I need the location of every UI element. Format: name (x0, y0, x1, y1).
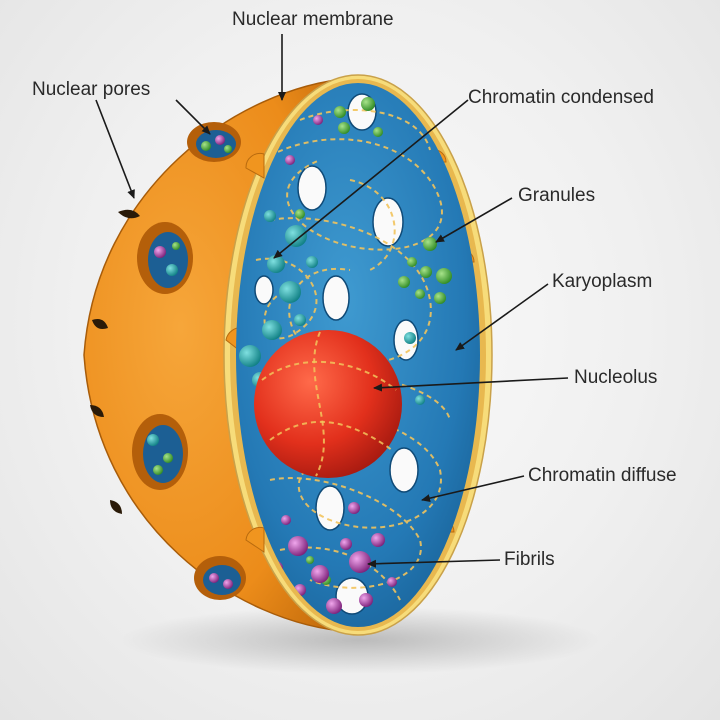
arrow-chromatin-diffuse (421, 475, 525, 503)
arrow-chromatin-condensed (273, 99, 469, 259)
label-chromatin-diffuse: Chromatin diffuse (528, 465, 677, 486)
arrow-nucleolus (373, 377, 569, 392)
label-chromatin-condensed: Chromatin condensed (468, 87, 654, 108)
granules (295, 97, 452, 585)
shell-edge-notches (90, 209, 140, 514)
arrow-karyoplasm (455, 283, 549, 351)
nuclear-pore (132, 414, 188, 490)
nucleolus-sphere (254, 330, 402, 478)
label-granules: Granules (518, 185, 596, 206)
label-nuclear-pores: Nuclear pores (32, 79, 151, 100)
label-karyoplasm: Karyoplasm (552, 271, 653, 292)
label-fibrils: Fibrils (504, 549, 555, 570)
nuclear-pore (137, 222, 193, 294)
ground-shadow (120, 606, 600, 674)
label-nuclear-membrane: Nuclear membrane (232, 9, 394, 30)
arrow-fibrils (367, 559, 501, 568)
nuclear-pore (187, 122, 241, 162)
nuclear-pore (194, 556, 246, 600)
condensed-chromatin (239, 210, 425, 405)
arrow-nuclear-pores-2 (95, 99, 135, 199)
arrow-granules (435, 197, 513, 243)
shell-pores (132, 122, 246, 600)
leader-arrows (95, 34, 569, 568)
label-nucleolus: Nucleolus (574, 367, 658, 388)
arrow-nuclear-pores-1 (175, 99, 211, 135)
